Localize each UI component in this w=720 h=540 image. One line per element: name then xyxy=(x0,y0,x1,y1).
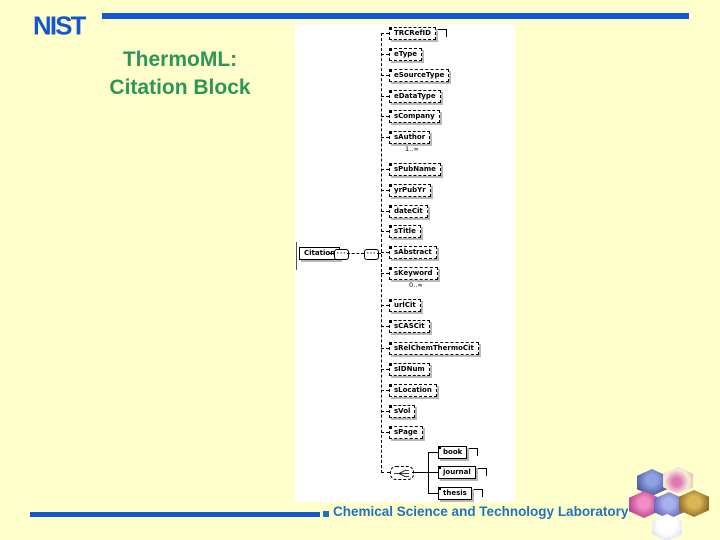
connector-stub xyxy=(381,231,389,232)
element-box: journal xyxy=(438,466,476,479)
connector-line xyxy=(377,253,381,254)
nist-logo-text: NIST xyxy=(33,12,87,39)
element-row-scompany: sCompany xyxy=(381,110,440,123)
element-box: sRelChemThermoCit xyxy=(389,342,479,355)
element-box: sVol xyxy=(389,405,416,418)
element-row-spage: sPage xyxy=(381,426,423,439)
connector-stub xyxy=(381,472,390,473)
connector-stub xyxy=(381,348,389,349)
footer-bullet xyxy=(323,511,329,517)
element-box: eType xyxy=(389,48,423,61)
element-row-yrpubyr: yrPubYr xyxy=(381,184,431,197)
connector-stub xyxy=(381,326,389,327)
footer-rule xyxy=(30,512,320,517)
element-box: book xyxy=(438,446,468,459)
element-box: sAbstract xyxy=(389,246,437,259)
connector-line xyxy=(428,493,438,494)
element-row-srelchemthermocit: sRelChemThermoCit xyxy=(381,342,479,355)
element-box: thesis xyxy=(438,487,472,500)
clipart-hexagon-molecule xyxy=(663,467,693,494)
element-row-sauthor: sAuthor xyxy=(381,131,431,144)
clipart-hexagon-instruments xyxy=(637,469,667,496)
element-row-stitle: sTitle xyxy=(381,225,421,238)
connector-stub xyxy=(381,273,389,274)
footer-label: Chemical Science and Technology Laborato… xyxy=(333,504,629,519)
element-box: sKeyword xyxy=(389,267,438,280)
element-row-esourcetype: eSourceType xyxy=(381,69,450,82)
element-row-edatatype: eDataType xyxy=(381,90,441,103)
connector-stub xyxy=(381,369,389,370)
title-line-2: Citation Block xyxy=(109,76,251,100)
clipart-hexagon-diagram xyxy=(652,514,682,540)
header-rule xyxy=(102,13,689,19)
connector-stub xyxy=(381,116,389,117)
connector-stub xyxy=(381,54,389,55)
sequence-compositor-icon: ··· xyxy=(334,249,349,260)
element-box: sCASCit xyxy=(389,320,430,333)
sequence-compositor-icon: ··· xyxy=(364,249,379,260)
cardinality-label: 1..∞ xyxy=(405,145,419,153)
connector-stub xyxy=(381,96,389,97)
connector-line xyxy=(347,253,364,254)
connector-line xyxy=(428,452,438,453)
element-row-urlcit: urlCit xyxy=(381,299,421,312)
connector-line xyxy=(428,472,438,473)
connector-stub xyxy=(381,305,389,306)
element-box: dateCit xyxy=(389,205,428,218)
element-row-sidnum: sIDNum xyxy=(381,363,430,376)
connector-stub xyxy=(381,169,389,170)
element-row-trcrefid: TRCRefID xyxy=(381,27,447,40)
slide-title: ThermoML: Citation Block xyxy=(60,46,300,103)
clipart-hexagon-gold xyxy=(679,490,709,517)
element-row-sabstract: sAbstract xyxy=(381,246,437,259)
element-row-skeyword: sKeyword xyxy=(381,267,438,280)
connector-stub xyxy=(381,211,389,212)
schema-diagram: Citation ··· ··· TRCRefID eType eSourceT… xyxy=(295,24,515,502)
element-row-journal: journal xyxy=(438,466,487,479)
element-box: sCompany xyxy=(389,110,440,123)
connector-stub xyxy=(381,137,389,138)
cardinality-label: 0..∞ xyxy=(409,281,423,289)
element-row-slocation: sLocation xyxy=(381,384,437,397)
element-row-spubname: sPubName xyxy=(381,163,441,176)
element-box: sLocation xyxy=(389,384,437,397)
connector-stub xyxy=(381,252,389,253)
element-row-book: book xyxy=(438,446,479,459)
connector-stub xyxy=(381,75,389,76)
connector-stub xyxy=(381,432,389,433)
element-box: sPubName xyxy=(389,163,441,176)
element-row-scascit: sCASCit xyxy=(381,320,430,333)
connector-stub xyxy=(381,190,389,191)
connector-stub xyxy=(381,411,389,412)
connector-stub xyxy=(381,390,389,391)
element-row-etype: eType xyxy=(381,48,423,61)
element-box: eDataType xyxy=(389,90,441,103)
element-row-thesis: thesis xyxy=(438,487,483,500)
choice-compositor-icon xyxy=(390,466,414,480)
element-box: yrPubYr xyxy=(389,184,431,197)
connector-line xyxy=(412,472,428,473)
element-box: sAuthor xyxy=(389,131,431,144)
element-box: sIDNum xyxy=(389,363,430,376)
connector-stub xyxy=(381,33,389,34)
element-row-svol: sVol xyxy=(381,405,416,418)
element-box: urlCit xyxy=(389,299,421,312)
connector-line xyxy=(329,253,334,254)
sequence-trunk-line xyxy=(381,33,382,473)
nist-logo: NIST xyxy=(33,12,113,42)
has-children-icon xyxy=(437,29,447,37)
has-children-icon xyxy=(469,448,479,456)
title-line-1: ThermoML: xyxy=(122,48,238,71)
element-box: TRCRefID xyxy=(389,27,436,40)
element-box: sTitle xyxy=(389,225,421,238)
diagram-edge-tick xyxy=(296,242,297,270)
element-box: sPage xyxy=(389,426,423,439)
has-children-icon xyxy=(473,489,483,497)
element-box: eSourceType xyxy=(389,69,450,82)
has-children-icon xyxy=(477,468,487,476)
element-row-datecit: dateCit xyxy=(381,205,428,218)
